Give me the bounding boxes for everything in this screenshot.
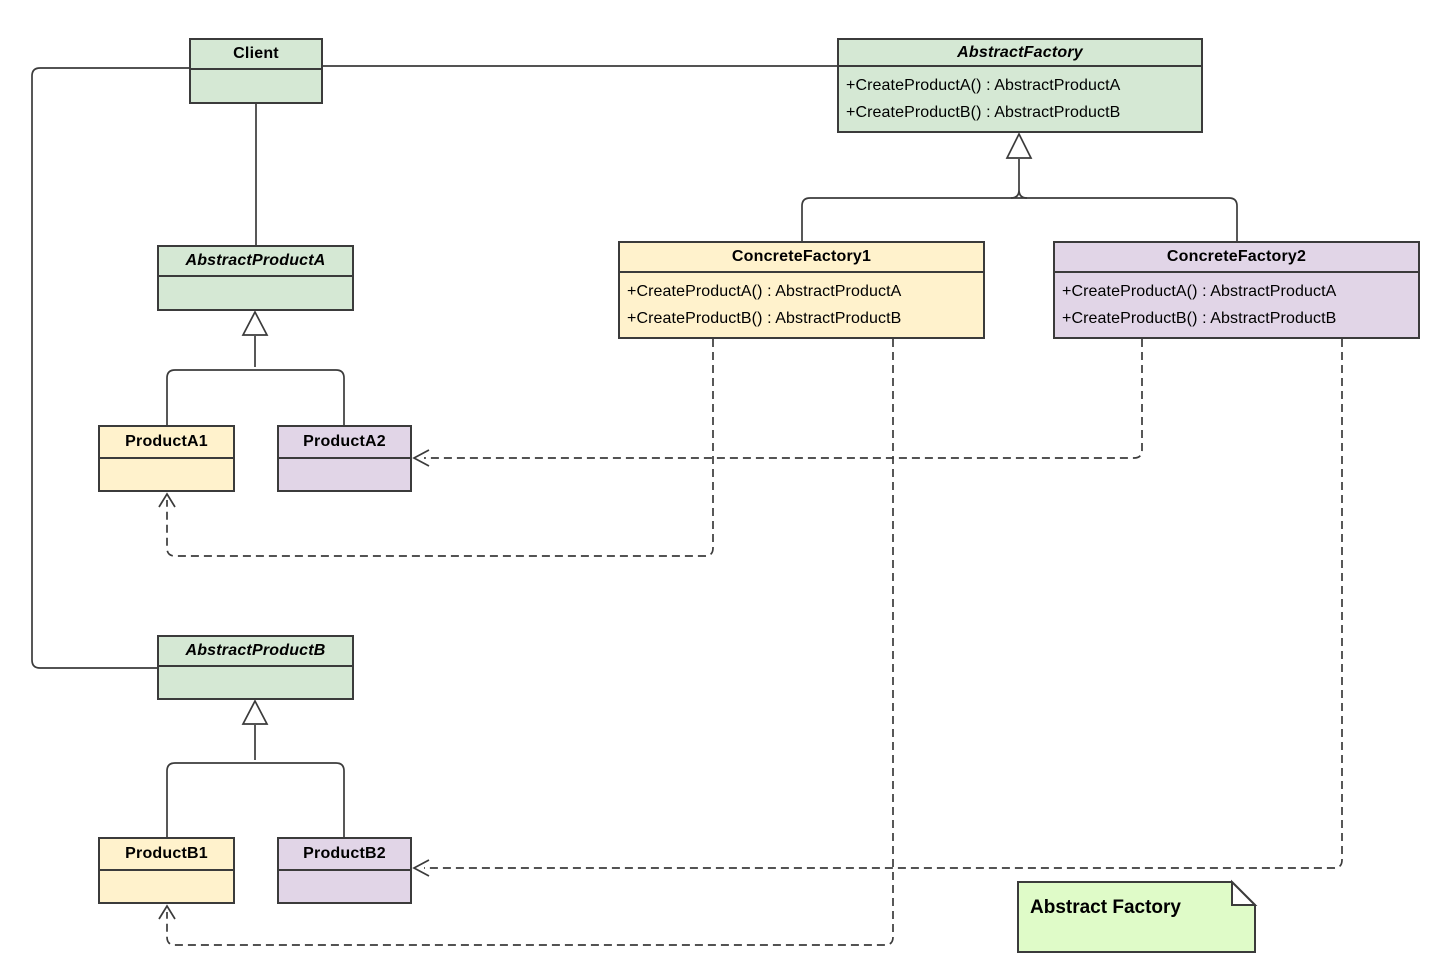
open-arrow-icon	[158, 492, 176, 508]
class-methods: +CreateProductA() : AbstractProductA +Cr…	[839, 67, 1201, 131]
class-body	[191, 70, 321, 102]
class-title: ProductB2	[279, 839, 410, 871]
class-body	[279, 459, 410, 490]
generalization-factories	[801, 132, 1238, 241]
generalization-products-b	[166, 699, 345, 837]
hollow-triangle-icon	[241, 310, 269, 336]
uml-note-shape	[1017, 879, 1258, 953]
class-body	[159, 277, 352, 309]
note-label: Abstract Factory	[1030, 897, 1181, 918]
class-title: ProductB1	[100, 839, 233, 871]
note-fold-icon	[1231, 879, 1258, 906]
class-abstract-product-a: AbstractProductA	[157, 245, 354, 311]
dependency-cf1-producta1	[158, 339, 714, 557]
method-create-product-a: +CreateProductA() : AbstractProductA	[846, 77, 1121, 94]
open-arrow-icon	[412, 859, 430, 877]
class-methods: +CreateProductA() : AbstractProductA +Cr…	[1055, 273, 1418, 337]
open-arrow-icon	[412, 449, 430, 467]
class-title: ConcreteFactory1	[620, 243, 983, 273]
class-methods: +CreateProductA() : AbstractProductA +Cr…	[620, 273, 983, 337]
class-title: ProductA1	[100, 427, 233, 459]
class-body	[100, 459, 233, 490]
generalization-products-a	[166, 310, 345, 425]
class-product-a2: ProductA2	[277, 425, 412, 492]
open-arrow-icon	[158, 904, 176, 920]
dependency-cf1-productb1	[158, 339, 894, 946]
class-product-b1: ProductB1	[98, 837, 235, 904]
hollow-triangle-icon	[1005, 132, 1033, 159]
class-product-a1: ProductA1	[98, 425, 235, 492]
class-concrete-factory-2: ConcreteFactory2 +CreateProductA() : Abs…	[1053, 241, 1420, 339]
dependency-cf2-producta2	[412, 339, 1143, 467]
class-title: Client	[191, 40, 321, 70]
class-body	[279, 871, 410, 902]
class-client: Client	[189, 38, 323, 104]
class-title: AbstractFactory	[839, 40, 1201, 67]
class-title: ProductA2	[279, 427, 410, 459]
class-title: AbstractProductB	[159, 637, 352, 667]
dependency-cf2-productb2	[412, 339, 1343, 877]
hollow-triangle-icon	[241, 699, 269, 725]
association-client-abstractproductb	[31, 67, 189, 669]
method-create-product-b: +CreateProductB() : AbstractProductB	[846, 104, 1121, 121]
class-abstract-factory: AbstractFactory +CreateProductA() : Abst…	[837, 38, 1203, 133]
class-title: ConcreteFactory2	[1055, 243, 1418, 273]
class-abstract-product-b: AbstractProductB	[157, 635, 354, 700]
method-create-product-a: +CreateProductA() : AbstractProductA	[627, 283, 902, 300]
class-title: AbstractProductA	[159, 247, 352, 277]
class-concrete-factory-1: ConcreteFactory1 +CreateProductA() : Abs…	[618, 241, 985, 339]
class-product-b2: ProductB2	[277, 837, 412, 904]
method-create-product-b: +CreateProductB() : AbstractProductB	[1062, 310, 1337, 327]
method-create-product-b: +CreateProductB() : AbstractProductB	[627, 310, 902, 327]
class-body	[159, 667, 352, 698]
class-body	[100, 871, 233, 902]
method-create-product-a: +CreateProductA() : AbstractProductA	[1062, 283, 1337, 300]
